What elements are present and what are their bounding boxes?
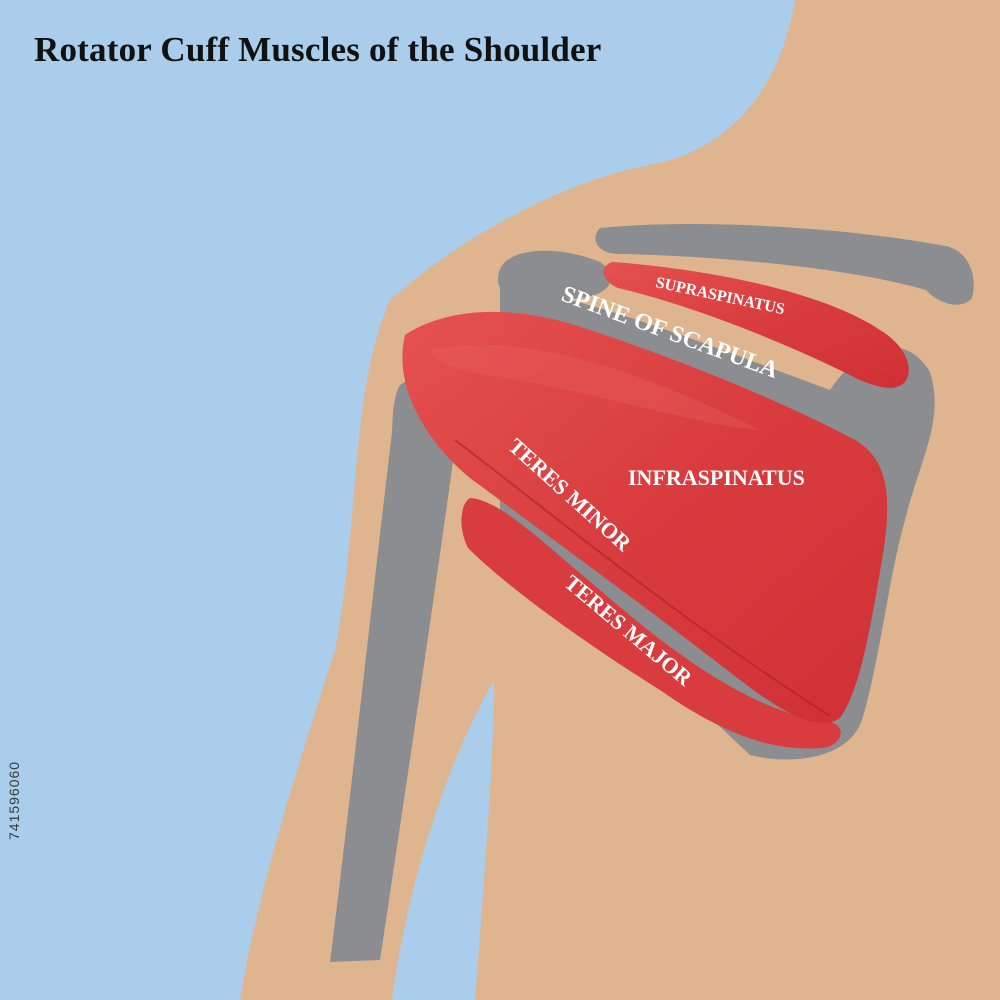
humerus-bone [330,378,460,962]
supraspinatus-muscle [603,262,909,388]
stock-id-text: 741596060 [6,760,22,840]
acromion-bone [498,250,611,301]
teres-major-muscle [461,498,841,749]
infraspinatus-muscle [402,311,888,724]
teres-minor-fiber [454,439,831,717]
infraspinatus-highlight [430,344,760,430]
infraspinatus-label: INFRASPINATUS [628,465,805,490]
clavicle-bone [595,224,974,305]
page-title: Rotator Cuff Muscles of the Shoulder [34,30,602,69]
